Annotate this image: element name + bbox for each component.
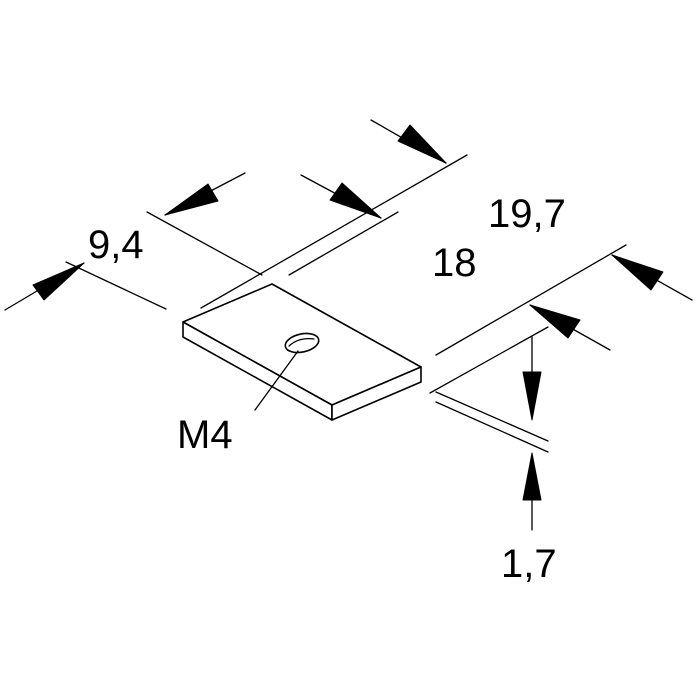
arrow-thickness-bottom xyxy=(522,452,542,501)
arrow-19-7-top xyxy=(397,124,447,164)
dimension-9-4-label: 9,4 xyxy=(88,223,144,267)
m4-hole xyxy=(284,332,320,354)
arrowheads xyxy=(32,124,664,501)
dimension-19-7-label: 19,7 xyxy=(488,192,566,236)
m4-hole-inner xyxy=(288,338,315,347)
arrow-9-4-left xyxy=(32,262,85,301)
arrow-thickness-top xyxy=(522,371,542,421)
extension-lines xyxy=(4,119,693,531)
plate-side-face xyxy=(331,366,422,421)
arrow-18-right xyxy=(529,304,581,339)
arrow-18-top xyxy=(329,182,382,219)
dimension-18-label: 18 xyxy=(432,241,477,285)
dimension-1-7-label: 1,7 xyxy=(501,542,557,586)
arrow-9-4-top xyxy=(164,183,219,216)
arrow-19-7-right xyxy=(611,254,664,291)
plate xyxy=(182,283,422,421)
m4-label: M4 xyxy=(177,413,233,457)
